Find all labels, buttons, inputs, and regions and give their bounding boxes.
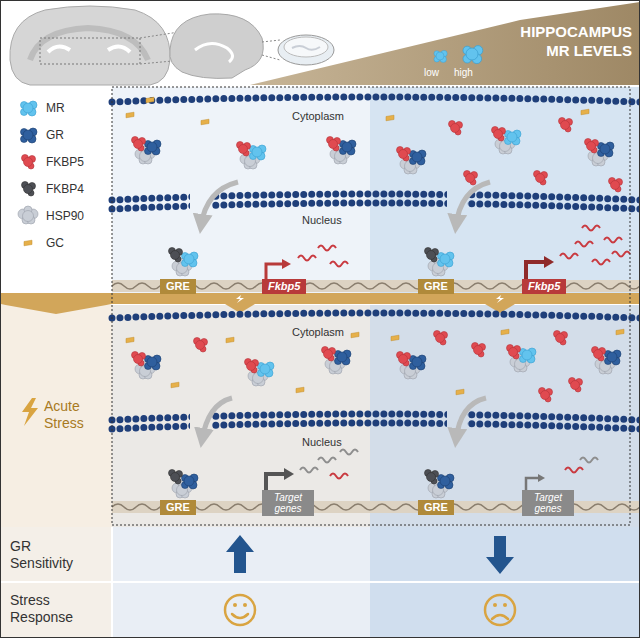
node-text: GRE <box>166 501 190 514</box>
response-element-box: GRE <box>418 279 454 294</box>
node-text: GRE <box>424 501 448 514</box>
legend-label: HSP90 <box>46 209 84 223</box>
node-text: Fkbp5 <box>268 280 300 293</box>
node-text: Target genes <box>526 492 570 514</box>
compartment-label: Cytoplasm <box>292 326 344 338</box>
node-text: Fkbp5 <box>528 280 560 293</box>
row-label: GR Sensitivity <box>10 538 90 572</box>
response-element-box: GRE <box>160 279 196 294</box>
legend-label: MR <box>46 101 65 115</box>
region-title: HIPPOCAMPUS MR LEVELS <box>510 22 632 60</box>
node-text: GRE <box>166 280 190 293</box>
gene-box: Fkbp5 <box>262 279 306 294</box>
condition-label: Acute Stress <box>44 398 104 432</box>
level-label: low <box>424 67 439 78</box>
target-gene-box: Target genes <box>262 490 314 516</box>
legend-label: FKBP5 <box>46 155 84 169</box>
row-label: Stress Response <box>10 592 90 626</box>
response-element-box: GRE <box>418 500 454 515</box>
node-text: Target genes <box>266 492 310 514</box>
compartment-label: Cytoplasm <box>292 110 344 122</box>
legend-label: FKBP4 <box>46 182 84 196</box>
legend-label: GC <box>46 236 64 250</box>
level-label: high <box>454 67 473 78</box>
node-text: GRE <box>424 280 448 293</box>
gene-box: Fkbp5 <box>522 279 566 294</box>
compartment-label: Nucleus <box>302 214 342 226</box>
response-element-box: GRE <box>160 500 196 515</box>
legend-label: GR <box>46 128 64 142</box>
compartment-label: Nucleus <box>302 436 342 448</box>
target-gene-box: Target genes <box>522 490 574 516</box>
